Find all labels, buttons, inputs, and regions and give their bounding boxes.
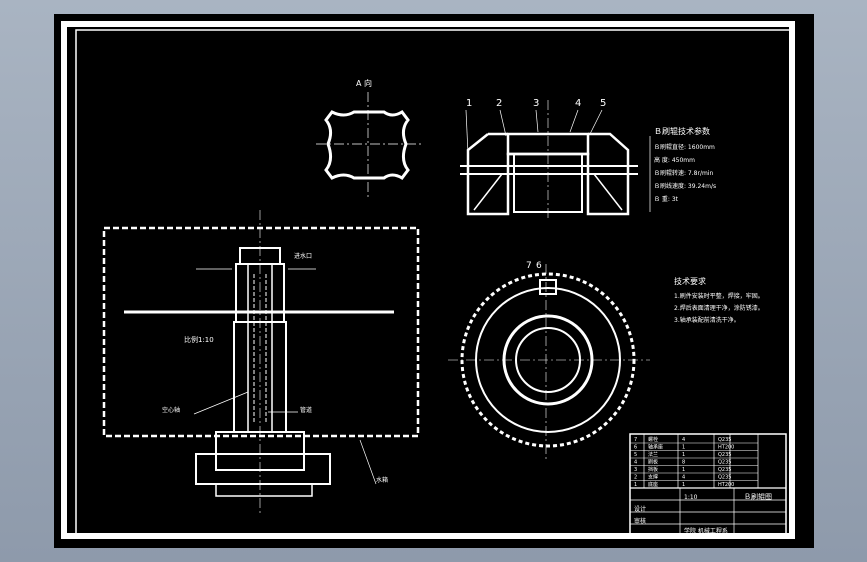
section-number-6: 6 <box>536 261 542 271</box>
drawing-canvas: A 向 1 2 3 4 5 Ｂ刷辊技术参数 Ｂ刷辊直径: 1600mm 高 度:… <box>61 21 795 539</box>
parts-cell: 1 <box>682 482 685 488</box>
parts-cell: 4 <box>634 460 637 466</box>
svg-text:Ｂ 重: 3t: Ｂ 重: 3t <box>654 195 679 203</box>
svg-text:2.焊后表面清理干净，涂防锈漆。: 2.焊后表面清理干净，涂防锈漆。 <box>674 304 764 312</box>
svg-text:高 度: 450mm: 高 度: 450mm <box>654 156 695 164</box>
parts-cell: Q235 <box>718 467 731 473</box>
title-block-school: 学院 机械工程系 <box>684 527 728 535</box>
part-number-3: 3 <box>533 98 539 109</box>
tech-requirements: 技术要求 1.刷件安装时平整，焊接，牢固。 2.焊后表面清理干净，涂防锈漆。 3… <box>674 276 764 324</box>
inner-border <box>75 29 791 539</box>
svg-text:Ｂ刷线速度: 39.24m/s: Ｂ刷线速度: 39.24m/s <box>654 182 716 190</box>
parts-cell: 4 <box>682 437 685 443</box>
label-inlet: 进水口 <box>294 252 312 260</box>
label-tank: 水箱 <box>376 476 388 484</box>
top-view-a: A 向 <box>316 78 422 200</box>
parts-cell: 2 <box>634 475 637 481</box>
parts-cell: Q235 <box>718 460 731 466</box>
part-number-5: 5 <box>600 98 606 109</box>
svg-text:1.刷件安装时平整，焊接，牢固。: 1.刷件安装时平整，焊接，牢固。 <box>674 292 764 300</box>
parts-cell: 支撑 <box>648 474 658 481</box>
svg-text:Ｂ刷辊直径: 1600mm: Ｂ刷辊直径: 1600mm <box>654 143 715 151</box>
parts-cell: 1 <box>682 452 685 458</box>
parts-cell: HT200 <box>718 445 734 451</box>
svg-text:Ｂ刷辊转速: 7.8r/min: Ｂ刷辊转速: 7.8r/min <box>654 169 713 177</box>
parts-cell: 1 <box>634 482 637 488</box>
parts-cell: Q235 <box>718 452 731 458</box>
title-block-designer: 设计 <box>634 505 646 513</box>
parts-cell: 轴承座 <box>648 444 663 451</box>
parts-cell: 刷板 <box>648 459 658 466</box>
label-pipe: 管道 <box>300 406 312 414</box>
part-number-4: 4 <box>575 98 581 109</box>
parts-cell: HT200 <box>718 482 734 488</box>
parts-cell: Q235 <box>718 437 731 443</box>
parts-cell: 6 <box>634 445 637 451</box>
front-view: 1 2 3 4 5 <box>460 98 651 220</box>
parts-cell: 螺栓 <box>648 436 658 443</box>
part-number-1: 1 <box>466 98 472 109</box>
section-view: 进水口 比例1:10 空心轴 管道 水箱 <box>102 210 420 514</box>
title-block-checker: 审核 <box>634 517 646 525</box>
cad-viewport[interactable]: A 向 1 2 3 4 5 Ｂ刷辊技术参数 Ｂ刷辊直径: 1600mm 高 度:… <box>54 14 814 548</box>
parts-cell: 法兰 <box>648 451 658 458</box>
label-ratio: 比例1:10 <box>184 335 214 344</box>
parts-cell: 1 <box>682 467 685 473</box>
parts-cell: Q235 <box>718 475 731 481</box>
title-block-scale: 1:10 <box>684 494 698 501</box>
plan-view: 7 6 <box>448 261 650 462</box>
outer-border <box>61 21 795 539</box>
label-shaft: 空心轴 <box>162 406 180 414</box>
parts-cell: 挡板 <box>648 466 658 473</box>
parts-cell: 8 <box>682 460 685 466</box>
parts-cell: 7 <box>634 437 637 443</box>
parts-cell: 4 <box>682 475 685 481</box>
part-number-2: 2 <box>496 98 502 109</box>
parts-cell: 底座 <box>648 481 658 488</box>
parts-cell: 3 <box>634 467 637 473</box>
tech-req-title: 技术要求 <box>674 276 706 286</box>
svg-text:3.轴承装配前清洗干净。: 3.轴承装配前清洗干净。 <box>674 316 740 324</box>
parts-cell: 5 <box>634 452 637 458</box>
tech-params-title: Ｂ刷辊技术参数 <box>654 126 710 136</box>
top-view-label: A 向 <box>356 78 372 88</box>
tech-params: Ｂ刷辊技术参数 Ｂ刷辊直径: 1600mm 高 度: 450mm Ｂ刷辊转速: … <box>654 126 716 203</box>
title-block-name: Ｂ刷辊图 <box>744 492 772 501</box>
section-number-7: 7 <box>526 261 532 271</box>
parts-cell: 1 <box>682 445 685 451</box>
